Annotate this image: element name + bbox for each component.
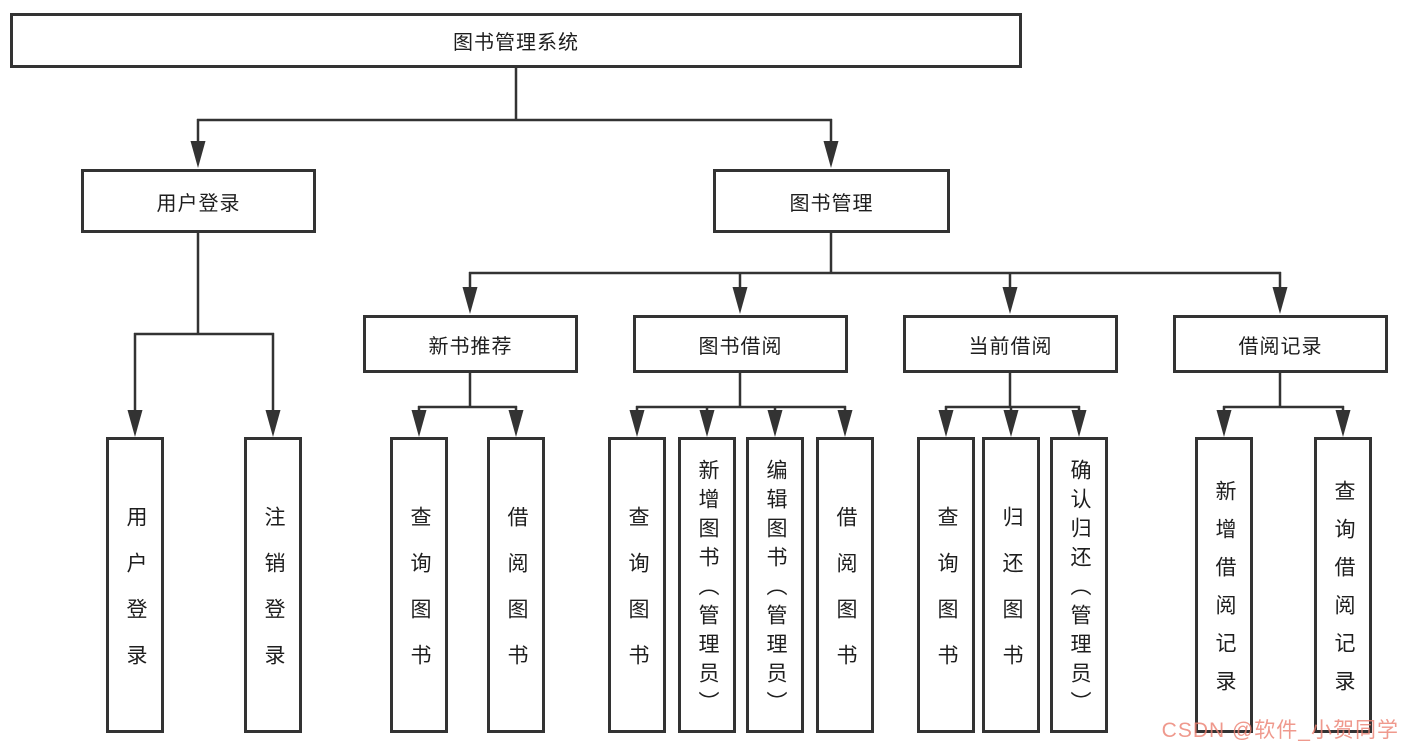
leaf-borrow-borrow-book: 借阅图书 — [816, 437, 874, 733]
leaf-current-return-book: 归还图书 — [982, 437, 1040, 733]
leaf-borrow-query-book: 查询图书 — [608, 437, 666, 733]
csdn-watermark: CSDN @软件_小贺同学 — [1161, 719, 1399, 742]
leaf-label: 查询图书 — [408, 505, 431, 690]
node-borrow-record: 借阅记录 — [1173, 315, 1388, 373]
leaf-borrow-add-book-admin: 新增图书（管理员） — [678, 437, 736, 733]
leaf-label: 确认归还（管理员） — [1068, 458, 1091, 720]
node-current-borrow: 当前借阅 — [903, 315, 1118, 373]
leaf-label: 查询图书 — [935, 505, 958, 690]
leaf-record-query: 查询借阅记录 — [1314, 437, 1372, 733]
leaf-label: 归还图书 — [1000, 505, 1023, 690]
arrowheads — [127, 141, 1351, 437]
leaf-borrow-edit-book-admin: 编辑图书（管理员） — [746, 437, 804, 733]
node-book-borrow: 图书借阅 — [633, 315, 848, 373]
node-book-management: 图书管理 — [713, 169, 950, 233]
leaf-label: 查询图书 — [626, 505, 649, 690]
leaf-record-add: 新增借阅记录 — [1195, 437, 1253, 733]
leaf-recommend-query-book: 查询图书 — [390, 437, 448, 733]
leaf-logout: 注销登录 — [244, 437, 302, 733]
leaf-label: 借阅图书 — [834, 505, 857, 690]
leaf-current-confirm-return-admin: 确认归还（管理员） — [1050, 437, 1108, 733]
leaf-label: 注销登录 — [262, 505, 285, 690]
leaf-label: 用户登录 — [124, 505, 147, 690]
node-new-book-recommend: 新书推荐 — [363, 315, 578, 373]
leaf-label: 新增借阅记录 — [1213, 479, 1236, 708]
leaf-recommend-borrow-book: 借阅图书 — [487, 437, 545, 733]
leaf-user-login: 用户登录 — [106, 437, 164, 733]
leaf-label: 新增图书（管理员） — [696, 458, 719, 720]
node-user-login: 用户登录 — [81, 169, 316, 233]
node-system-root: 图书管理系统 — [10, 13, 1022, 68]
leaf-label: 编辑图书（管理员） — [764, 458, 787, 720]
leaf-label: 借阅图书 — [505, 505, 528, 690]
leaf-label: 查询借阅记录 — [1332, 479, 1355, 708]
leaf-current-query-book: 查询图书 — [917, 437, 975, 733]
